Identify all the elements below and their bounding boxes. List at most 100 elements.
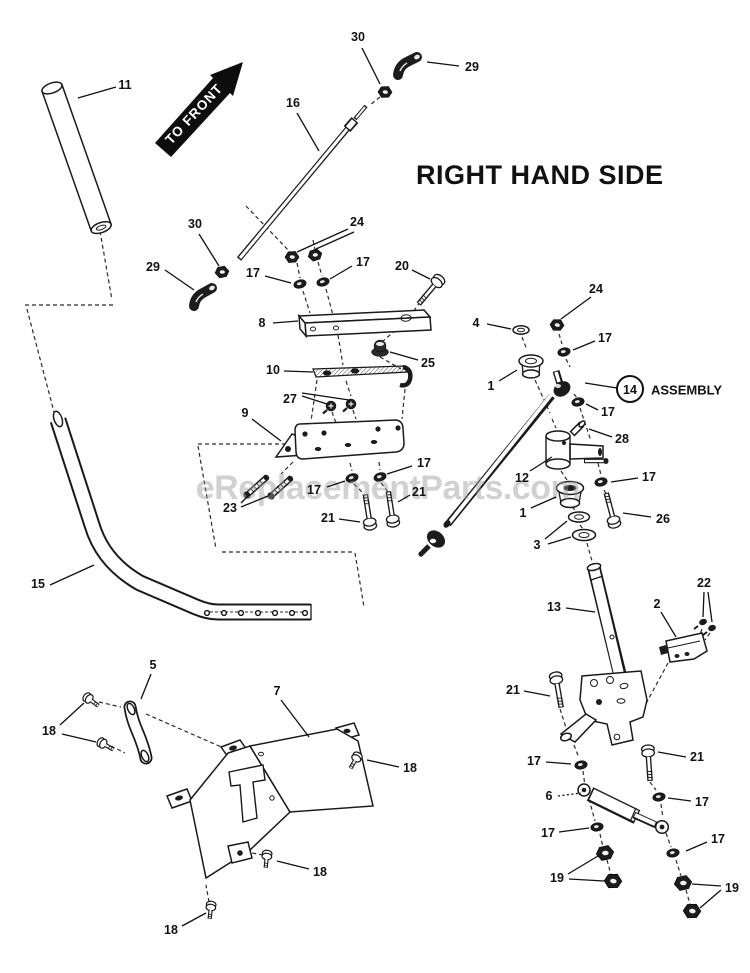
leader-line xyxy=(567,855,599,875)
part-27-screws xyxy=(321,397,358,415)
part-label-15: 15 xyxy=(31,577,45,591)
part-label-21: 21 xyxy=(321,511,335,525)
leader-line xyxy=(588,428,613,438)
part-label-24: 24 xyxy=(589,282,603,296)
leader-line xyxy=(529,456,553,472)
leader-line xyxy=(568,878,605,882)
leader-line xyxy=(667,797,692,802)
leader-line xyxy=(338,518,361,523)
part-2-switch xyxy=(659,632,708,663)
leader-line xyxy=(296,112,320,152)
part-label-10: 10 xyxy=(266,363,280,377)
leader-line xyxy=(276,860,310,870)
leader-line xyxy=(315,231,355,250)
to-front-arrow: TO FRONT xyxy=(155,62,243,157)
part-13-steering-shaft xyxy=(559,562,648,746)
part-6-damper xyxy=(577,783,670,835)
part-label-1: 1 xyxy=(488,379,495,393)
parts-artwork: TO FRONT xyxy=(41,52,716,920)
assembly-callout-number: 14 xyxy=(623,383,637,397)
leader-line xyxy=(660,611,677,638)
part-label-11: 11 xyxy=(118,78,131,92)
leader-line xyxy=(685,841,708,852)
part-8-spacer-bar xyxy=(297,309,432,339)
watermark: eReplacementParts.com xyxy=(196,469,580,507)
part-label-19: 19 xyxy=(725,881,739,895)
part-11-handle-tube xyxy=(41,81,113,235)
leader-line xyxy=(572,340,596,351)
leader-line xyxy=(565,607,596,613)
leader-line xyxy=(164,269,195,291)
part-29-elbow-fittings xyxy=(189,52,422,311)
leader-line xyxy=(386,465,413,475)
part-label-25: 25 xyxy=(421,356,435,370)
part-label-13: 13 xyxy=(547,600,561,614)
leader-line xyxy=(707,591,713,623)
part-12-pivot-block xyxy=(545,430,609,470)
part-label-29: 29 xyxy=(465,60,479,74)
part-4-washer xyxy=(512,325,530,335)
leader-line xyxy=(296,228,349,253)
leader-line xyxy=(329,265,353,280)
leader-line xyxy=(486,323,512,330)
part-3-washers xyxy=(567,511,597,542)
part-label-18: 18 xyxy=(403,761,417,775)
part-label-18: 18 xyxy=(313,865,327,879)
leader-line xyxy=(657,751,687,758)
assembly-callout-circle xyxy=(616,375,644,403)
leader-line xyxy=(280,699,310,738)
leader-line xyxy=(264,275,292,284)
part-9-bracket xyxy=(274,419,405,460)
leader-line xyxy=(622,512,652,518)
leader-line xyxy=(545,761,572,765)
part-label-18: 18 xyxy=(164,923,178,937)
part-label-17: 17 xyxy=(601,405,615,419)
leader-line xyxy=(198,233,220,267)
part-label-17: 17 xyxy=(642,470,656,484)
part-label-17: 17 xyxy=(598,331,612,345)
leader-line xyxy=(498,369,518,382)
leader-line xyxy=(77,86,117,99)
leader-line xyxy=(560,296,592,320)
part-label-23: 23 xyxy=(223,501,237,515)
leader-line xyxy=(240,493,251,504)
leader-line xyxy=(301,395,328,405)
part-label-17: 17 xyxy=(246,266,260,280)
leader-line xyxy=(240,495,269,508)
part-label-5: 5 xyxy=(150,658,157,672)
part-label-22: 22 xyxy=(697,576,711,590)
part-label-6: 6 xyxy=(546,789,553,803)
leader-line xyxy=(366,759,400,768)
leader-line xyxy=(326,480,346,488)
part-22-screws xyxy=(693,618,716,636)
assembly-callout-label: ASSEMBLY xyxy=(651,383,722,398)
leader-line xyxy=(361,47,381,85)
tie-rod-assembly xyxy=(418,369,571,557)
leader-line xyxy=(426,61,460,67)
part-10-strip xyxy=(312,364,413,388)
part-label-30: 30 xyxy=(188,217,202,231)
part-label-8: 8 xyxy=(259,316,266,330)
part-label-18: 18 xyxy=(42,724,56,738)
leader-line xyxy=(251,418,282,442)
leader-line xyxy=(691,883,722,887)
leader-line xyxy=(544,520,568,540)
leader-line xyxy=(49,564,95,586)
part-label-17: 17 xyxy=(541,826,555,840)
leader-line xyxy=(61,733,97,743)
part-label-21: 21 xyxy=(506,683,520,697)
part-label-19: 19 xyxy=(550,871,564,885)
part-label-17: 17 xyxy=(356,255,370,269)
part-label-1: 1 xyxy=(520,506,527,520)
leader-line xyxy=(283,370,314,373)
part-label-17: 17 xyxy=(307,483,321,497)
part-25-locknut xyxy=(371,339,389,357)
leader-line xyxy=(59,702,85,726)
part-7-mount-bracket xyxy=(166,722,374,880)
part-label-27: 27 xyxy=(283,392,297,406)
leader-line xyxy=(530,496,557,509)
leader-line xyxy=(585,403,599,411)
part-label-29: 29 xyxy=(146,260,160,274)
